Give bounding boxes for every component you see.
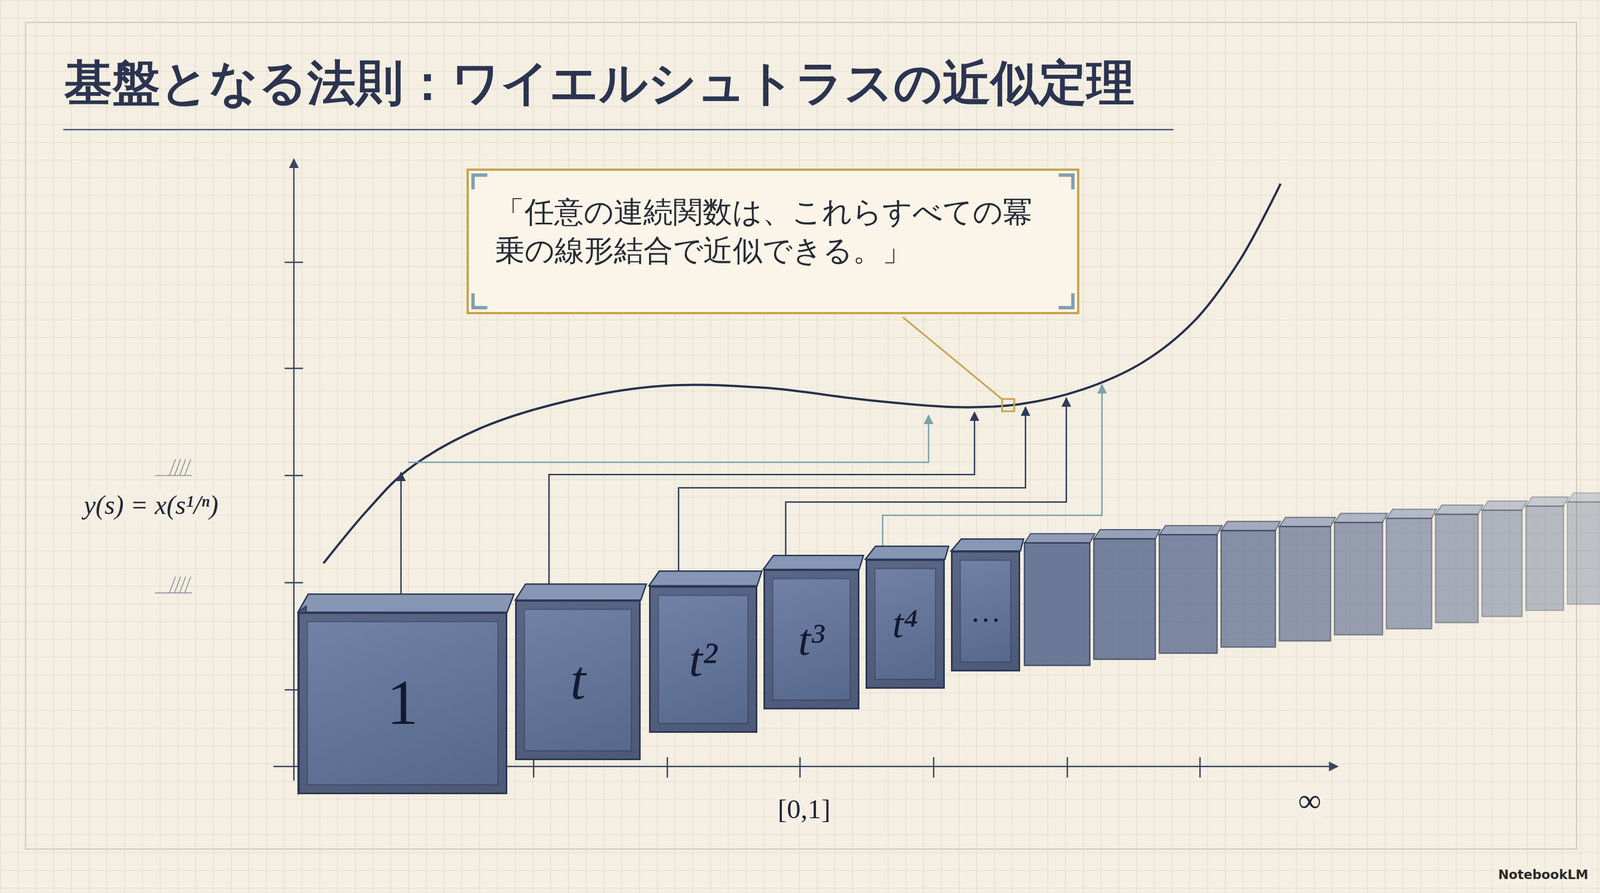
function-formula: y(s) = x(s¹/ⁿ) [81, 489, 221, 521]
power-block: 1 [298, 612, 508, 794]
focus-square [1002, 399, 1015, 412]
title-underline [63, 128, 1174, 131]
power-block: t³ [763, 569, 860, 709]
node-text: t³ [798, 613, 824, 666]
axis-marks [155, 459, 192, 594]
fading-blocks [1024, 492, 1600, 666]
power-block: t² [649, 585, 758, 733]
power-block: t⁴ [865, 559, 946, 689]
infinity-label: ∞ [1295, 781, 1324, 820]
watermark: NotebookLM [1495, 867, 1590, 882]
title: 基盤となる法則：ワイエルシュトラスの近似定理 [64, 50, 1135, 117]
node-text: … [970, 593, 1002, 629]
node-text: 「任意の連続関数は、これらすべての冪乗の線形結合で近似できる。」 [495, 193, 1047, 271]
interval-label: [0,1] [775, 793, 834, 825]
power-block: … [950, 550, 1021, 672]
node-text: t² [688, 631, 718, 688]
callout-leader [902, 317, 1003, 401]
frame [25, 22, 1577, 849]
node-text: t⁴ [892, 600, 919, 648]
power-block: t [515, 599, 641, 761]
callout-box: 「任意の連続関数は、これらすべての冪乗の線形結合で近似できる。」 [466, 168, 1080, 315]
node-text: t [570, 648, 586, 712]
node-text: 1 [386, 666, 419, 740]
